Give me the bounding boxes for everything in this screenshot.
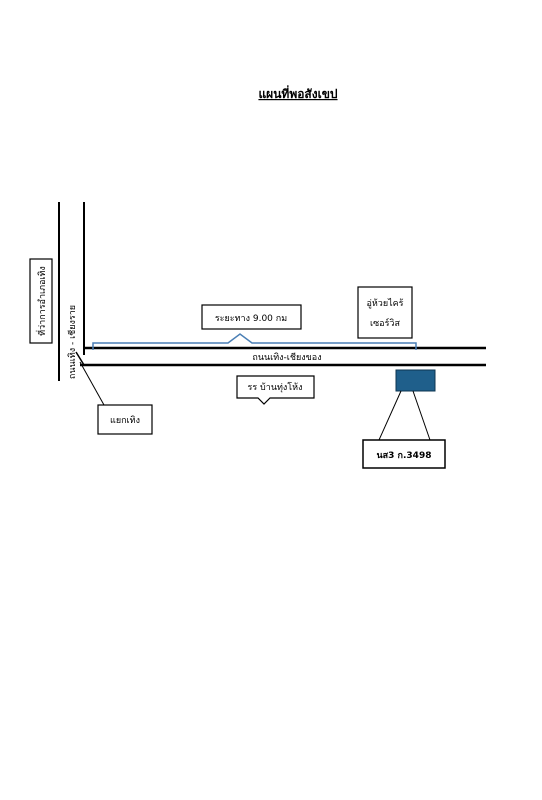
school-callout — [236, 375, 315, 405]
junction-box — [97, 404, 153, 435]
deed-box — [362, 439, 446, 469]
deed-label: นส3 ก.3498 — [377, 451, 432, 461]
distance-label: ระยะทาง 9.00 กม — [215, 314, 287, 324]
district-office-box — [29, 258, 53, 344]
school-label: รร บ้านทุ่งโห้ง — [248, 382, 303, 393]
junction-connector — [75, 351, 85, 366]
map-title: แผนที่พอสังเขป — [258, 85, 337, 101]
horizontal-road-label: ถนนเทิง-เชียงของ — [252, 352, 321, 363]
deed-pointer-right — [412, 390, 431, 441]
distance-box — [201, 304, 302, 330]
district-office-label: ที่ว่าการอำเภอเทิง — [35, 266, 48, 336]
land-plot-marker — [395, 369, 436, 392]
garage-label-line1: อู่ห้วยไคร้ — [366, 298, 403, 309]
garage-box — [357, 286, 413, 339]
junction-label: แยกเทิง — [110, 415, 140, 426]
vertical-road-label: ถนนเทิง - เชียงราย — [67, 305, 78, 379]
junction-pointer-line — [79, 361, 105, 406]
distance-bracket — [92, 333, 417, 350]
garage-label-line2: เซอร์วิส — [370, 317, 400, 329]
deed-pointer-left — [378, 390, 402, 441]
